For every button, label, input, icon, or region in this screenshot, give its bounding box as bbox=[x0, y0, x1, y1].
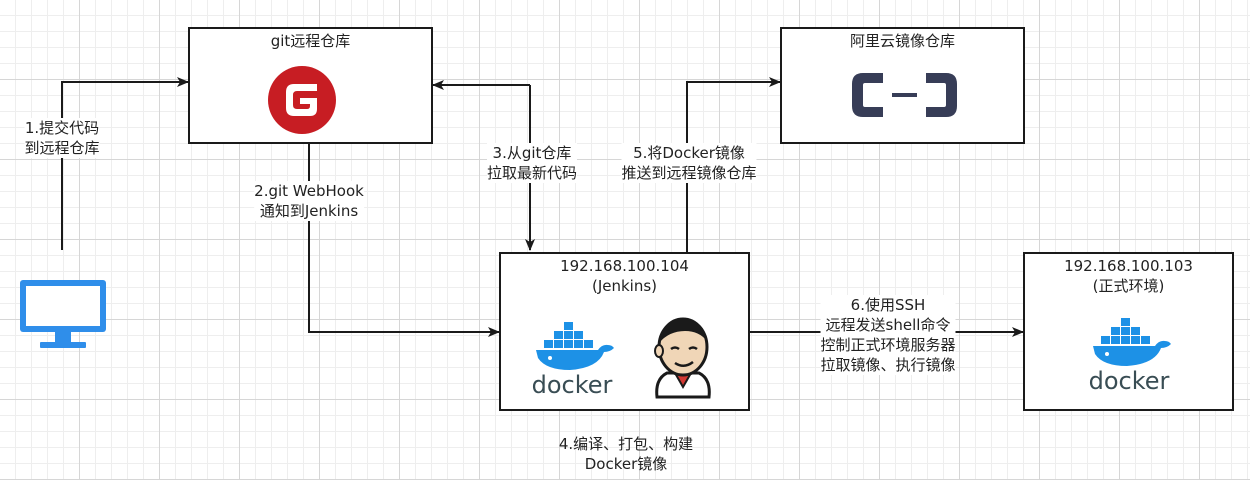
step-3-label: 3.从git仓库 拉取最新代码 bbox=[486, 143, 578, 183]
step-5-label: 5.将Docker镜像 推送到远程镜像仓库 bbox=[621, 143, 757, 183]
prod-ip: 192.168.100.103 bbox=[1064, 257, 1193, 275]
docker-logo-icon: docker bbox=[1089, 318, 1171, 394]
jenkins-logo-icon bbox=[654, 317, 711, 399]
aliyun-title: 阿里云镜像仓库 bbox=[849, 32, 955, 50]
aliyun-logo-icon bbox=[852, 73, 957, 117]
aliyun-registry-node: 阿里云镜像仓库 bbox=[780, 27, 1025, 144]
gitee-logo-icon bbox=[268, 66, 336, 134]
prod-server-node: 192.168.100.103 (正式环境) docker bbox=[1023, 252, 1234, 411]
monitor-icon bbox=[20, 280, 106, 348]
docker-logo-icon: docker bbox=[532, 322, 614, 398]
arrow-jenkins-to-aliyun bbox=[686, 77, 781, 252]
arrow-git-to-jenkins bbox=[308, 144, 500, 337]
docker-wordmark: docker bbox=[1089, 367, 1170, 394]
git-repo-node: git远程仓库 bbox=[188, 27, 433, 144]
git-repo-title: git远程仓库 bbox=[270, 32, 351, 50]
docker-wordmark: docker bbox=[532, 371, 613, 398]
step-1-label: 1.提交代码 到远程仓库 bbox=[24, 118, 100, 158]
step-4-label: 4.编译、打包、构建 Docker镜像 bbox=[558, 435, 694, 473]
jenkins-server-node: 192.168.100.104 (Jenkins) docker bbox=[499, 252, 750, 411]
jenkins-subtitle: (Jenkins) bbox=[591, 277, 658, 295]
step-6-label: 6.使用SSH 远程发送shell命令 控制正式环境服务器 拉取镜像、执行镜像 bbox=[820, 295, 956, 375]
arrow-computer-to-git bbox=[61, 77, 189, 250]
prod-subtitle: (正式环境) bbox=[1092, 277, 1165, 295]
jenkins-ip: 192.168.100.104 bbox=[560, 257, 689, 275]
step-2-label: 2.git WebHook 通知到Jenkins bbox=[254, 181, 364, 221]
